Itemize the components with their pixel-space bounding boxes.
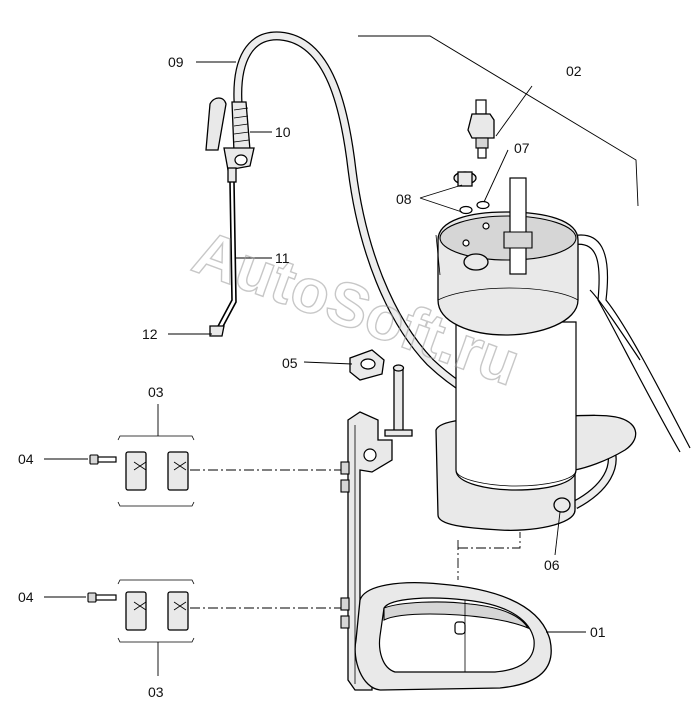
label-06: 06	[544, 557, 560, 573]
label-08: 08	[396, 191, 412, 207]
spray-lance	[209, 181, 237, 337]
label-10: 10	[275, 124, 291, 140]
spray-gun	[205, 97, 255, 183]
sprayer-tank	[435, 177, 637, 531]
label-01: 01	[590, 624, 606, 640]
gun-holder-rod	[384, 364, 413, 437]
hose-clip	[349, 349, 385, 381]
clamp-upper	[89, 435, 195, 507]
pressure-gauge	[453, 171, 490, 215]
shoulder-strap	[571, 234, 691, 453]
label-09: 09	[168, 54, 184, 70]
leader-lines	[44, 35, 639, 676]
base-stand	[354, 582, 552, 691]
label-03-upper: 03	[148, 384, 164, 400]
label-03-lower: 03	[148, 684, 164, 700]
label-05: 05	[282, 355, 298, 371]
label-07: 07	[514, 140, 530, 156]
label-04-upper: 04	[18, 451, 34, 467]
label-12: 12	[142, 326, 158, 342]
pressure-valve	[467, 99, 495, 159]
label-02: 02	[566, 63, 582, 79]
label-11: 11	[275, 250, 290, 266]
label-04-lower: 04	[18, 589, 34, 605]
alignment-lines	[190, 469, 521, 609]
clamp-lower	[87, 579, 195, 643]
